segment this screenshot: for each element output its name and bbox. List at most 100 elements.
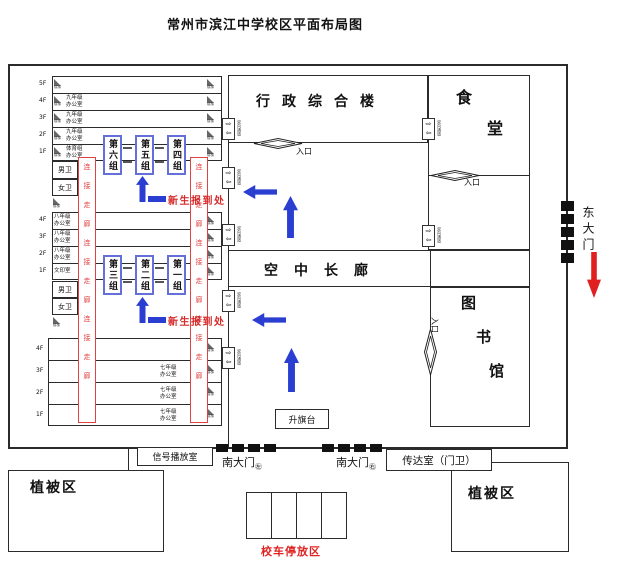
- two-way-gate-icon: [422, 225, 435, 247]
- room-label: 八年级办公室: [54, 230, 71, 244]
- group-box-6: 第六组: [103, 135, 122, 175]
- south-gate-right-sub: ㊨: [369, 463, 376, 471]
- south-gate-left-sub: ㊧: [255, 463, 262, 471]
- south-gate-right-label: 南大门㊨: [336, 456, 376, 471]
- two-way-gate-label: 双向通道: [237, 349, 242, 365]
- room-label: 七年级办公室: [160, 364, 177, 378]
- floor-label: 2F: [39, 250, 47, 257]
- floor-label: 3F: [36, 367, 44, 374]
- stairs-icon: 楼梯: [53, 198, 63, 211]
- group-box-2: 第二组: [135, 255, 154, 295]
- two-way-gate-icon: [222, 347, 235, 369]
- south-gate-left-blocks: [216, 444, 276, 452]
- group-connector-dash: [123, 281, 132, 283]
- stairs-icon: 楼梯: [207, 249, 217, 262]
- south-gate-left-label: 南大门㊧: [222, 456, 262, 471]
- group-connector-dash: [155, 281, 164, 283]
- signal-room: 信号播放室: [137, 447, 213, 466]
- stairs-icon: 楼梯: [54, 147, 64, 160]
- vegetation-right: [451, 462, 569, 552]
- group-connector-dash: [155, 161, 164, 163]
- floor-divider: [52, 110, 222, 111]
- stairs-icon: 楼梯: [207, 130, 217, 143]
- group-connector-dash: [155, 267, 164, 269]
- floor-divider: [52, 246, 222, 247]
- two-way-gate-icon: [222, 224, 235, 246]
- floor-divider: [48, 360, 222, 361]
- entrance-label: 入口: [296, 147, 312, 156]
- floor-label: 1F: [39, 267, 47, 274]
- vegetation-left: [8, 470, 164, 552]
- two-way-gate-icon: [222, 118, 235, 140]
- toilet-male: 男卫: [52, 281, 78, 298]
- room-label: 文印室: [54, 268, 71, 275]
- room-label: 九年级办公室: [66, 111, 83, 125]
- parking-slot-divider: [321, 492, 322, 539]
- floor-divider: [52, 229, 222, 230]
- stairs-icon: 楼梯: [207, 147, 217, 160]
- stairs-icon: 楼梯: [207, 79, 217, 92]
- sky-corridor-label: 空中长廊: [264, 263, 384, 279]
- sky-corridor-divider: [430, 250, 431, 287]
- floor-label: 2F: [39, 131, 47, 138]
- page-title: 常州市滨江中学校区平面布局图: [166, 18, 363, 33]
- two-way-gate-label: 双向通道: [237, 226, 242, 242]
- sky-corridor: [228, 250, 530, 287]
- two-way-gate-label: 双向通道: [437, 120, 442, 136]
- east-gate-blocks: [561, 201, 574, 263]
- group-connector-dash: [123, 267, 132, 269]
- floor-label: 1F: [36, 411, 44, 418]
- bus-parking-label: 校车停放区: [261, 545, 321, 558]
- group-connector-dash: [123, 147, 132, 149]
- floor-label: 4F: [39, 216, 47, 223]
- entrance-diamond: [253, 137, 303, 150]
- floor-divider: [48, 404, 222, 405]
- registration-arrow: [136, 176, 166, 203]
- library-label-char3: 馆: [489, 362, 505, 380]
- two-way-gate-label: 双向通道: [237, 292, 242, 308]
- floor-divider: [48, 382, 222, 383]
- two-way-gate-label: 双向通道: [237, 120, 242, 136]
- room-label: 七年级办公室: [160, 408, 177, 422]
- group-box-5: 第五组: [135, 135, 154, 175]
- stairs-icon: 楼梯: [53, 317, 63, 330]
- admin-building-label: 行政综合楼: [256, 94, 386, 110]
- canteen: [428, 75, 530, 250]
- parking-slot-divider: [296, 492, 297, 539]
- flag-platform: 升旗台: [275, 409, 329, 429]
- room-label: 八年级办公室: [54, 247, 71, 261]
- canteen-label-char1: 食: [456, 88, 473, 107]
- floor-label: 2F: [36, 389, 44, 396]
- group-box-1: 第一组: [167, 255, 186, 295]
- group-box-4: 第四组: [167, 135, 186, 175]
- reception-room: 传达室（门卫）: [386, 449, 492, 471]
- room-label: 体育组办公室: [66, 145, 83, 159]
- stairs-icon: 楼梯: [207, 342, 217, 355]
- connecting-corridor-left: 连接走廊连接走廊连接走廊: [78, 157, 96, 423]
- entrance-label: 入口: [430, 317, 439, 333]
- connecting-corridor-right: 连接走廊连接走廊连接走廊: [190, 157, 208, 423]
- stairs-icon: 楼梯: [207, 364, 217, 377]
- floor-label: 3F: [39, 114, 47, 121]
- stairs-icon: 楼梯: [54, 113, 64, 126]
- stairs-icon: 楼梯: [207, 215, 217, 228]
- two-way-gate-icon: [222, 167, 235, 189]
- group-connector-dash: [123, 161, 132, 163]
- entrance-label: 入口: [464, 178, 480, 187]
- library-label-char1: 图: [461, 294, 477, 312]
- stairs-icon: 楼梯: [54, 130, 64, 143]
- group-connector-dash: [155, 147, 164, 149]
- floor-label: 4F: [36, 345, 44, 352]
- stairs-icon: 楼梯: [207, 96, 217, 109]
- driveway-line: [128, 449, 129, 470]
- entrance-diamond-vertical: [423, 327, 438, 377]
- vegetation-left-label: 植被区: [30, 480, 78, 496]
- vegetation-right-label: 植被区: [468, 486, 516, 502]
- stairs-icon: 楼梯: [207, 408, 217, 421]
- room-label: 七年级办公室: [160, 386, 177, 400]
- stairs-icon: 楼梯: [207, 266, 217, 279]
- room-label: 九年级办公室: [66, 94, 83, 108]
- registration-label: 新生报到处: [168, 317, 226, 328]
- floor-divider: [52, 127, 222, 128]
